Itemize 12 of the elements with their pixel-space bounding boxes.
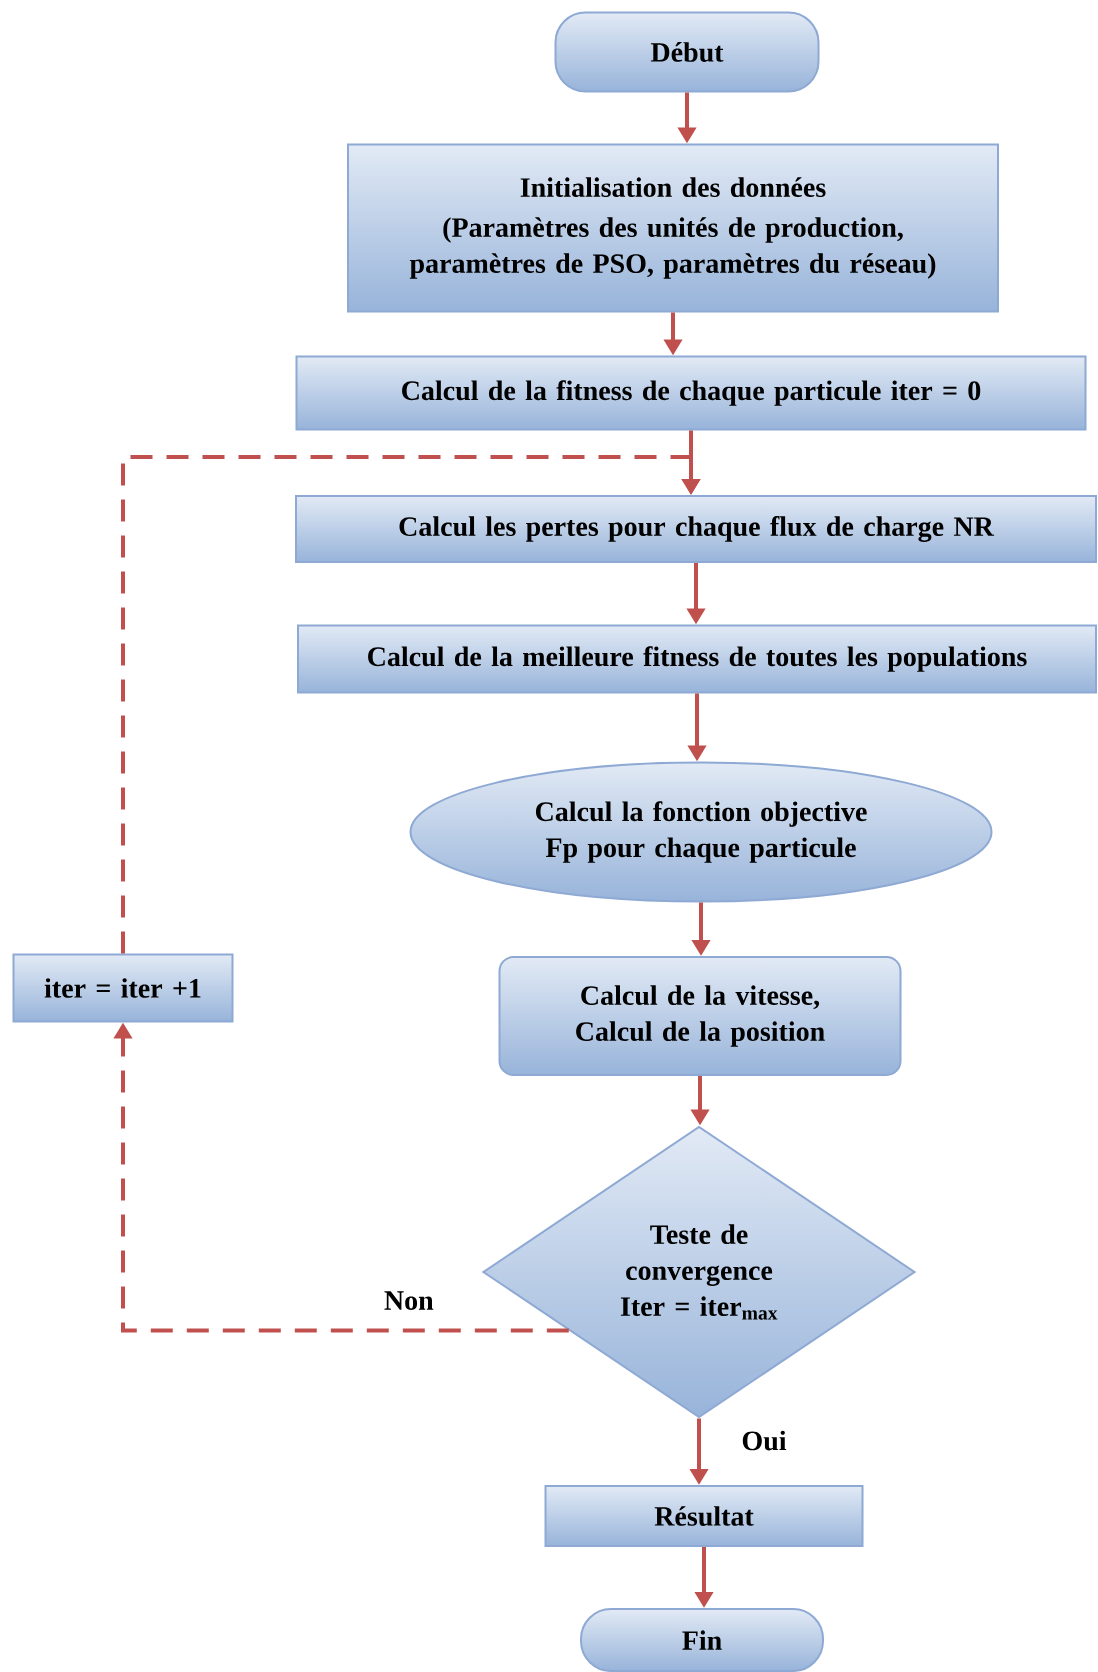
process-box: Résultat <box>544 1485 864 1547</box>
terminal-box: Début <box>554 11 820 93</box>
process-box: Calcul de la meilleure fitness de toutes les populations <box>297 624 1097 694</box>
process-box: Calcul les pertes pour chaque flux de charge NR <box>295 495 1097 563</box>
edge-label: Non <box>381 1289 436 1312</box>
arrow <box>121 455 701 954</box>
process-box: Calcul de la vitesse, Calcul de la position <box>498 956 902 1076</box>
process-box: iter = iter +1 <box>12 953 234 1023</box>
terminal-box: Fin <box>580 1608 824 1672</box>
edge-label: Oui <box>739 1428 789 1453</box>
process-box: Calcul de la fitness de chaque particule iter = 0 <box>295 355 1087 431</box>
process-box: Initialisation des données (Paramètres des unités de production, paramètres de PSO, paramètres du réseau) <box>347 143 999 313</box>
